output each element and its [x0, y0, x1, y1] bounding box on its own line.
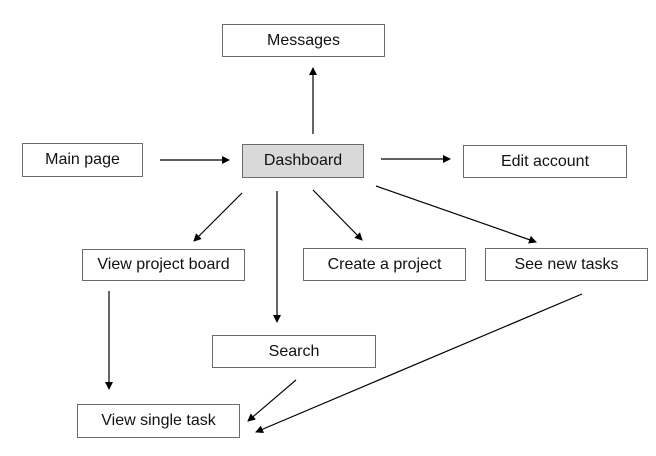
node-edit-account: Edit account — [463, 145, 627, 178]
edge-see-new-tasks-to-view-single-task — [255, 293, 583, 433]
node-view-project-board: View project board — [82, 249, 245, 281]
node-dashboard-label: Dashboard — [263, 152, 343, 169]
node-view-single-task-label: View single task — [101, 412, 216, 429]
node-view-project-board-label: View project board — [97, 256, 230, 273]
node-dashboard: Dashboard — [242, 144, 364, 178]
node-create-project: Create a project — [303, 248, 466, 281]
node-search-label: Search — [268, 342, 320, 360]
edge-dashboard-to-see-new-tasks — [375, 185, 537, 244]
node-view-single-task: View single task — [77, 404, 240, 438]
node-edit-account-label: Edit account — [500, 152, 590, 170]
node-main-page: Main page — [22, 143, 143, 177]
node-create-project-label: Create a project — [327, 255, 442, 273]
node-messages: Messages — [222, 24, 385, 57]
node-search: Search — [212, 335, 376, 368]
edge-search-to-view-single-task — [247, 379, 297, 422]
edge-dashboard-to-create-project — [312, 189, 363, 241]
edge-dashboard-to-view-project-board — [193, 192, 243, 242]
node-see-new-tasks: See new tasks — [485, 248, 648, 281]
node-see-new-tasks-label: See new tasks — [514, 255, 619, 273]
node-main-page-label: Main page — [45, 151, 120, 168]
node-messages-label: Messages — [267, 31, 340, 49]
